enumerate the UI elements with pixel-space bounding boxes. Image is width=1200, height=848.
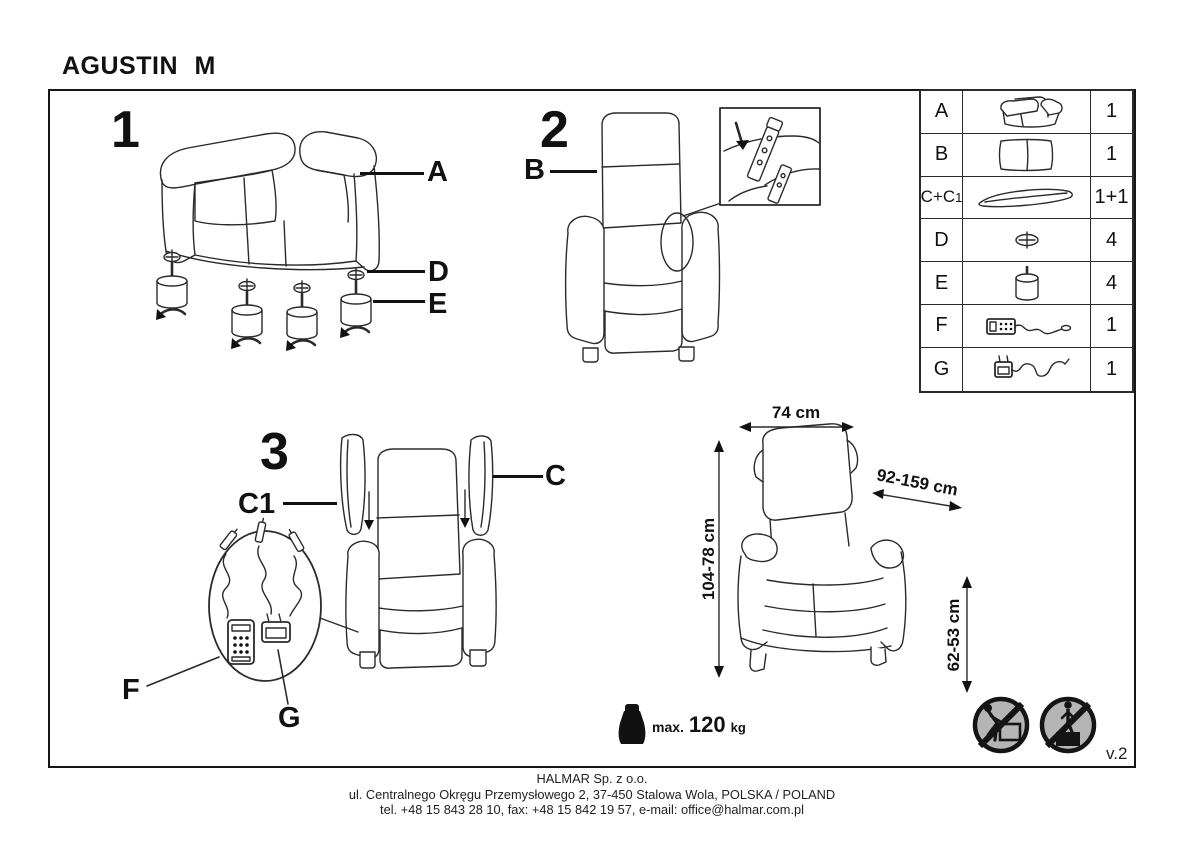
max-weight-text: max. 120 kg — [652, 712, 746, 738]
dimension-drawing: 74 cm 104-78 cm 92-159 cm 62-53 cm — [699, 403, 972, 693]
depth-dimension-label: 92-159 cm — [875, 465, 959, 499]
callout-b-leader-line — [550, 170, 597, 173]
callout-c1-leader-line — [283, 502, 337, 505]
step-2-number: 2 — [540, 101, 569, 159]
footer: HALMAR Sp. z o.o. ul. Centralnego Okręgu… — [48, 771, 1136, 818]
width-dimension-label: 74 cm — [772, 403, 820, 422]
footer-contact: tel. +48 15 843 28 10, fax: +48 15 842 1… — [380, 802, 804, 817]
step-3-number: 3 — [260, 423, 289, 481]
height-dimension-label: 104-78 cm — [699, 518, 718, 600]
step-2-backrest-assembly-drawing — [564, 107, 821, 363]
no-standing-icon — [1039, 696, 1097, 754]
callout-c-label: C — [545, 460, 566, 492]
part-letter: F — [921, 304, 963, 348]
step-1-number: 1 — [111, 101, 140, 159]
part-letter: B — [921, 133, 963, 177]
max-weight-value: 120 — [688, 712, 726, 737]
part-qty: 1 — [1091, 305, 1132, 348]
max-weight-unit: kg — [730, 720, 746, 735]
depth-dimension — [872, 489, 962, 511]
part-icon-cell — [963, 262, 1091, 305]
no-pushing-icon — [972, 696, 1030, 754]
part-icon-cell — [963, 133, 1091, 177]
callout-d-label: D — [428, 256, 449, 288]
backrest-cushion-icon — [998, 138, 1053, 171]
step-1-chair-base-drawing — [154, 131, 380, 353]
callout-f-label: F — [122, 674, 140, 706]
part-qty: 1 — [1091, 134, 1132, 177]
part-qty: 4 — [1091, 262, 1132, 305]
part-icon-cell — [963, 219, 1091, 263]
part-qty: 1 — [1091, 91, 1132, 134]
callout-d-leader-line — [367, 270, 425, 273]
max-weight-prefix: max. — [652, 719, 684, 735]
callout-c-leader-line — [493, 475, 543, 478]
callout-e-leader-line — [373, 300, 425, 303]
callout-e-label: E — [428, 288, 448, 320]
part-letter: E — [921, 262, 963, 305]
version-label: v.2 — [1106, 744, 1128, 763]
extended-height-dimension — [962, 576, 972, 693]
height-dimension — [714, 440, 724, 678]
callout-a-leader-line — [360, 172, 424, 175]
power-adapter-icon — [993, 355, 1070, 379]
max-weight-icon — [618, 704, 646, 744]
insert-down-arrow-icon — [734, 121, 749, 150]
part-qty: 4 — [1091, 219, 1132, 263]
footer-company: HALMAR Sp. z o.o. — [536, 771, 648, 786]
callout-a-label: A — [427, 156, 448, 188]
callout-g-label: G — [278, 702, 301, 734]
part-letter: G — [921, 347, 963, 391]
armrest-pad-icon — [977, 189, 1073, 208]
armchair-body-icon — [999, 96, 1063, 128]
step-3-pads-and-cables-drawing — [146, 433, 497, 705]
part-qty: 1 — [1105, 357, 1118, 380]
screw-icon — [1014, 231, 1039, 249]
extended-height-dimension-label: 62-53 cm — [944, 599, 963, 672]
part-icon-cell — [963, 304, 1091, 348]
part-qty: 1+1 — [1091, 177, 1132, 220]
part-letter: A — [921, 91, 963, 134]
footer-address: ul. Centralnego Okręgu Przemysłowego 2, … — [348, 786, 836, 802]
part-icon-cell — [963, 347, 1091, 391]
remote-control-icon — [985, 317, 1071, 335]
page-title: AGUSTIN M — [62, 52, 216, 80]
part-letter: D — [921, 219, 963, 263]
callout-c1-label: C1 — [238, 488, 276, 520]
content-border — [48, 89, 1136, 768]
width-dimension — [739, 422, 854, 432]
part-icon-cell — [963, 176, 1091, 220]
part-icon-cell — [963, 91, 1091, 134]
leg-cylinder-icon — [1014, 265, 1039, 301]
callout-b-label: B — [524, 154, 545, 186]
